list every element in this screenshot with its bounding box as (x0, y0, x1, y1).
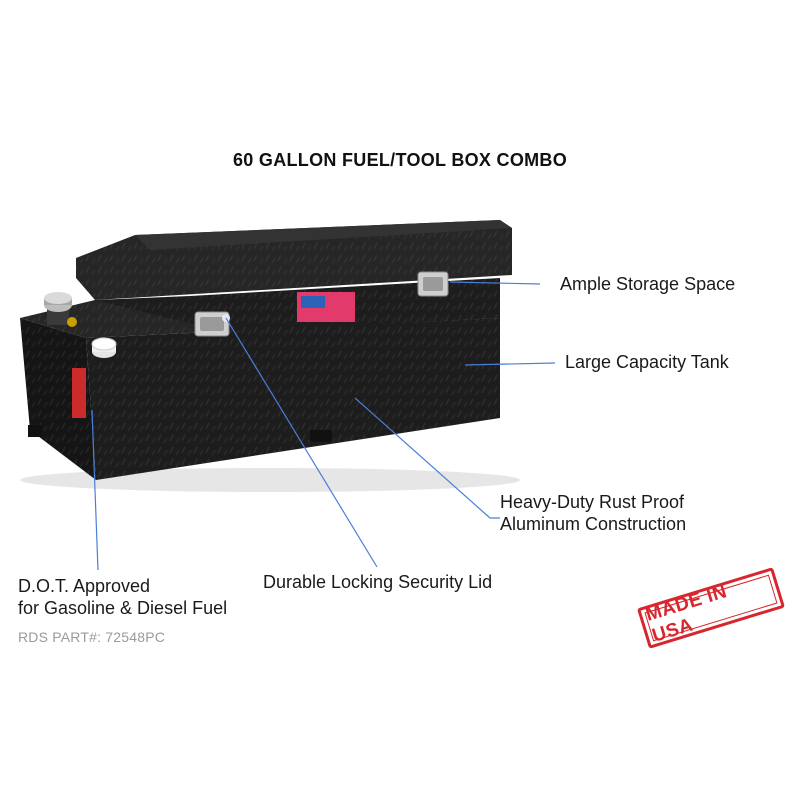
ground-shadow (20, 468, 520, 492)
callout-tank: Large Capacity Tank (565, 351, 729, 373)
mount-foot (310, 430, 332, 442)
part-number: RDS PART#: 72548PC (18, 629, 166, 645)
callout-construction-line2: Aluminum Construction (500, 514, 687, 534)
callout-lid-text: Durable Locking Security Lid (263, 572, 493, 592)
callout-dot-line2: for Gasoline & Diesel Fuel (18, 598, 228, 618)
callout-storage-text: Ample Storage Space (560, 274, 736, 294)
warning-label (72, 368, 86, 418)
right-latch-icon (417, 271, 449, 297)
callout-storage: Ample Storage Space (560, 273, 735, 295)
tank-left-side (20, 318, 96, 480)
brand-label (297, 292, 355, 322)
callout-construction-line1: Heavy-Duty Rust Proof (500, 492, 685, 512)
mount-foot (28, 425, 42, 437)
callout-tank-text: Large Capacity Tank (565, 352, 729, 372)
callout-construction: Heavy-Duty Rust Proof Aluminum Construct… (500, 491, 686, 535)
callout-dot-line1: D.O.T. Approved (18, 576, 151, 596)
lid-edge (135, 220, 512, 250)
callout-lines (91, 281, 556, 571)
page-title: 60 GALLON FUEL/TOOL BOX COMBO (232, 150, 568, 170)
valve-icon (67, 317, 77, 327)
callout-lid: Durable Locking Security Lid (263, 571, 492, 593)
vent-cap-icon (91, 337, 117, 358)
callout-dot: D.O.T. Approved for Gasoline & Diesel Fu… (18, 575, 227, 619)
tank-front-face (86, 318, 500, 480)
left-latch-icon (194, 311, 230, 337)
fuel-cap-icon (44, 292, 72, 325)
